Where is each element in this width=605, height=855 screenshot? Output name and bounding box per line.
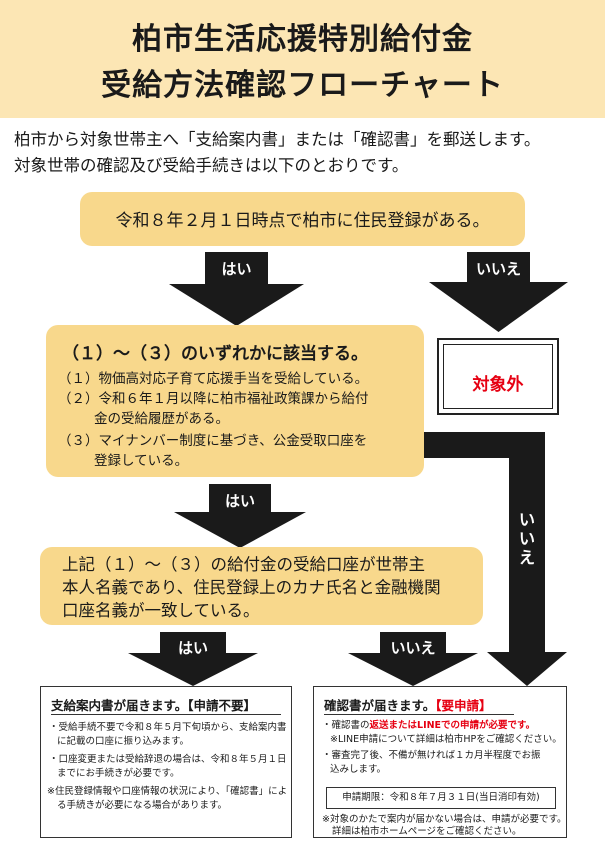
label-q1-yes: はい (221, 260, 252, 278)
result-confirm-line-1-pre: ・確認書の (322, 720, 370, 731)
question-3-line-3: 口座名義が一致している。 (62, 601, 260, 620)
question-1-text: 令和８年２月１日時点で柏市に住民登録がある。 (115, 211, 490, 231)
result-notice-box: 支給案内書が届きます。【申請不要】 ・受給手続不要で令和８年５月下旬頃から、支給… (40, 686, 292, 838)
arrow-q3-yes (128, 632, 258, 686)
arrow-q2-no (424, 432, 567, 686)
result-confirm-heading-tag: 【要申請】 (435, 698, 492, 713)
question-3-box: 上記（１）～（３）の給付金の受給口座が世帯主 本人名義であり、住民登録上のカナ氏… (40, 547, 483, 625)
result-confirm-line-3: ・審査完了後、不備が無ければ１カ月半程度でお振 (322, 750, 541, 761)
page-title-line2: 受給方法確認フローチャート (101, 68, 504, 103)
result-notice-line-4: までにお手続きが必要です。 (57, 768, 180, 779)
result-confirm-box: 確認書が届きます。【要申請】 ・確認書の返送またはLINEでの申請が必要です。 … (313, 686, 567, 838)
label-q3-no: いいえ (390, 639, 436, 657)
result-confirm-heading: 確認書が届きます。【要申請】 (324, 695, 492, 714)
result-confirm-note-1: ※対象のかたで案内が届かない場合は、申請が必要です。 (322, 814, 567, 825)
arrow-q2-yes (174, 484, 306, 548)
result-confirm-note-2: 詳細は柏市ホームページをご確認ください。 (332, 826, 522, 837)
result-notice-heading: 支給案内書が届きます。【申請不要】 (51, 695, 256, 714)
not-eligible-text: 対象外 (472, 375, 524, 395)
result-confirm-heading-main: 確認書が届きます。 (324, 698, 436, 713)
not-eligible-inner-border (443, 344, 553, 409)
result-confirm-line-1-red: 返送またはLINEでの申請が必要です。 (369, 720, 536, 731)
question-1-box: 令和８年２月１日時点で柏市に住民登録がある。 (80, 192, 525, 246)
question-3-text: 上記（１）～（３）の給付金の受給口座が世帯主 本人名義であり、住民登録上のカナ氏… (62, 553, 441, 622)
result-notice-line-6: る手続きが必要になる場合があります。 (57, 800, 228, 811)
result-confirm-deadline: 申請期限：令和８年７月３１日(当日消印有効) (326, 787, 556, 809)
label-q2-no: いいえ (518, 510, 535, 567)
result-notice-heading-tag: 【申請不要】 (187, 698, 257, 713)
result-confirm-line-4: 込みします。 (330, 764, 387, 775)
header-banner (0, 0, 605, 118)
question-2-item-3-cont: 登録している。 (94, 453, 189, 469)
result-notice-line-2: に記載の口座に振り込みます。 (57, 736, 190, 747)
question-2-box: （１）～（３）のいずれかに該当する。 （１）物価高対応子育て応援手当を受給してい… (46, 325, 424, 477)
result-confirm-line-2: ※LINE申請について詳細は柏市HPをご確認ください。 (330, 734, 562, 745)
result-notice-line-5: ※住民登録情報や口座情報の状況により、「確認書」によ (47, 786, 288, 797)
result-notice-line-1: ・受給手続不要で令和８年５月下旬頃から、支給案内書 (49, 722, 287, 733)
result-notice-line-3: ・口座変更または受給辞退の場合は、令和８年５月１日 (49, 754, 287, 765)
not-eligible-box: 対象外 (437, 338, 559, 415)
label-q2-yes: はい (224, 492, 255, 510)
label-q3-yes: はい (177, 639, 208, 657)
question-2-item-1: （１）物価高対応子育て応援手当を受給している。 (58, 371, 369, 387)
result-notice-heading-main: 支給案内書が届きます。 (51, 698, 188, 713)
result-confirm-line-1: ・確認書の返送またはLINEでの申請が必要です。 (322, 719, 535, 733)
label-q1-no: いいえ (475, 260, 521, 278)
arrow-q1-yes (169, 252, 304, 326)
result-notice-underline (51, 714, 281, 715)
question-3-line-2: 本人名義であり、住民登録上のカナ氏名と金融機関 (62, 578, 441, 597)
intro-line2: 対象世帯の確認及び受給手続きは以下のとおりです。 (14, 156, 409, 175)
question-3-line-1: 上記（１）～（３）の給付金の受給口座が世帯主 (62, 555, 425, 574)
arrow-q3-no (348, 632, 478, 686)
result-confirm-underline (324, 714, 514, 715)
intro-line1: 柏市から対象世帯主へ「支給案内書」または「確認書」を郵送します。 (14, 130, 541, 149)
page-title-line1: 柏市生活応援特別給付金 (132, 22, 473, 57)
arrow-q1-no (429, 252, 568, 332)
question-2-item-2: （２）令和６年１月以降に柏市福祉政策課から給付 (58, 391, 369, 407)
question-2-item-2-cont: 金の受給履歴がある。 (94, 411, 229, 427)
question-2-heading: （１）～（３）のいずれかに該当する。 (62, 344, 368, 364)
question-2-item-3: （３）マイナンバー制度に基づき、公金受取口座を (58, 433, 368, 449)
